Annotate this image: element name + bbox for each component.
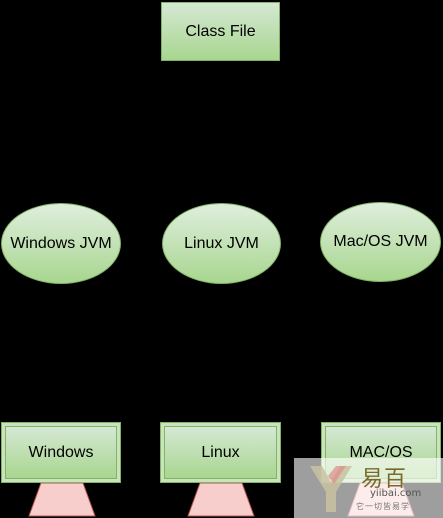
watermark-chinese-text: 易百: [361, 467, 408, 492]
windows-os-label: Windows: [28, 443, 94, 461]
windows-monitor-stand: [28, 482, 96, 517]
windows-jvm-label: Windows JVM: [10, 234, 112, 252]
windows-jvm-node: Windows JVM: [1, 203, 121, 284]
linux-jvm-label: Linux JVM: [184, 234, 259, 252]
linux-screen-display: Linux: [164, 426, 277, 479]
mac-jvm-node: Mac/OS JVM: [320, 202, 441, 282]
windows-screen-display: Windows: [5, 426, 117, 479]
linux-monitor-screen: Linux: [160, 422, 281, 483]
watermark-slogan-text: 它一切皆易学: [356, 502, 410, 511]
class-file-node: Class File: [161, 2, 280, 61]
mac-os-label: MAC/OS: [349, 443, 413, 461]
site-watermark: 易百 yiibai.com 它一切皆易学: [294, 458, 443, 518]
linux-jvm-node: Linux JVM: [162, 203, 281, 284]
mac-jvm-label: Mac/OS JVM: [333, 233, 428, 250]
linux-os-label: Linux: [201, 443, 240, 461]
windows-monitor-screen: Windows: [1, 422, 121, 483]
watermark-site-text: yiibai.com: [370, 488, 422, 499]
class-file-label: Class File: [185, 22, 256, 40]
linux-monitor-stand: [187, 482, 255, 517]
yiibai-logo-icon: [310, 466, 352, 512]
